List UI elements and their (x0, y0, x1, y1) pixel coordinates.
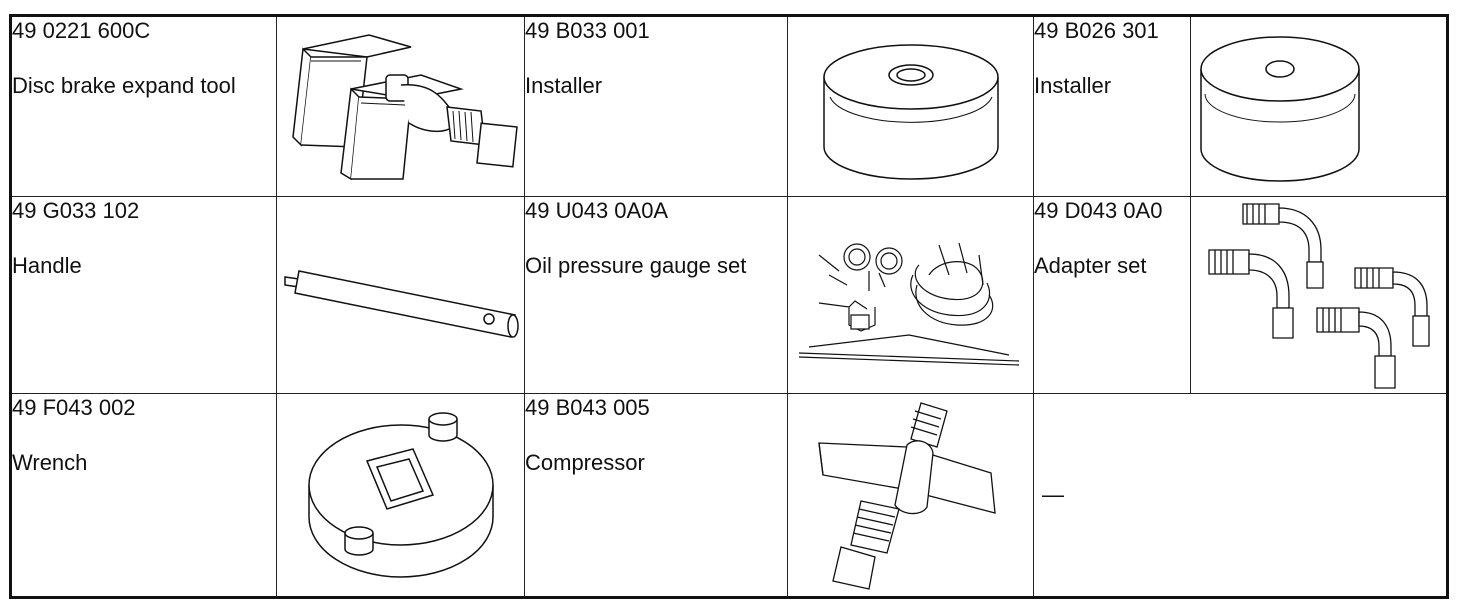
tool-cell-49-g033-102: 49 G033 102 Handle (10, 196, 277, 394)
tool-number: 49 F043 002 (12, 395, 136, 420)
tool-number: 49 U043 0A0A (525, 198, 669, 223)
tool-image-cell (276, 15, 525, 197)
tool-name: Disc brake expand tool (12, 73, 236, 98)
adapter-set-icon (1195, 198, 1445, 393)
empty-cell: — (1033, 393, 1448, 598)
tool-name: Installer (1034, 73, 1112, 98)
tool-cell-49-b033-001: 49 B033 001 Installer (524, 15, 788, 197)
tool-cell-49-d043-0a0: 49 D043 0A0 Adapter set (1033, 196, 1191, 394)
tool-image-cell (787, 393, 1034, 598)
empty-dash: — (1042, 482, 1064, 507)
tool-image-cell (276, 393, 525, 598)
tool-number: 49 0221 600C (12, 18, 151, 43)
tool-cell-49-u043-0a0a: 49 U043 0A0A Oil pressure gauge set (524, 196, 788, 394)
table-row: 49 0221 600C Disc brake expand tool 4 (10, 15, 1448, 197)
tool-image-cell (1190, 196, 1448, 394)
tool-name: Handle (12, 253, 82, 278)
wrench-icon (301, 405, 501, 585)
tool-number: 49 G033 102 (12, 198, 140, 223)
tool-cell-49-0221-600c: 49 0221 600C Disc brake expand tool (10, 15, 277, 197)
tool-cell-49-b043-005: 49 B043 005 Compressor (524, 393, 788, 598)
tool-number: 49 B043 005 (525, 395, 650, 420)
table-row: 49 G033 102 Handle 49 U043 0A0A Oil pres… (10, 196, 1448, 394)
installer-icon (816, 27, 1006, 187)
tool-name: Installer (525, 73, 603, 98)
special-tools-table: 49 0221 600C Disc brake expand tool 4 (9, 14, 1449, 599)
tool-cell-49-f043-002: 49 F043 002 Wrench (10, 393, 277, 598)
tool-cell-49-b026-301: 49 B026 301 Installer (1033, 15, 1191, 197)
table-row: 49 F043 002 Wrench 49 B043 005 Compresso… (10, 393, 1448, 598)
installer-icon (1195, 24, 1365, 189)
tool-name: Wrench (12, 450, 88, 475)
tool-image-cell (1190, 15, 1448, 197)
tool-name: Oil pressure gauge set (525, 253, 747, 278)
compressor-icon (811, 397, 1011, 593)
tool-name: Adapter set (1034, 253, 1147, 278)
tool-image-cell (276, 196, 525, 394)
disc-brake-expand-tool-icon (281, 27, 521, 187)
tool-name: Compressor (525, 450, 645, 475)
tool-image-cell (787, 15, 1034, 197)
tool-image-cell (787, 196, 1034, 394)
tool-number: 49 B026 301 (1034, 18, 1159, 43)
tool-number: 49 B033 001 (525, 18, 650, 43)
oil-pressure-gauge-set-icon (789, 215, 1033, 375)
tool-number: 49 D043 0A0 (1034, 198, 1163, 223)
handle-icon (279, 245, 523, 345)
